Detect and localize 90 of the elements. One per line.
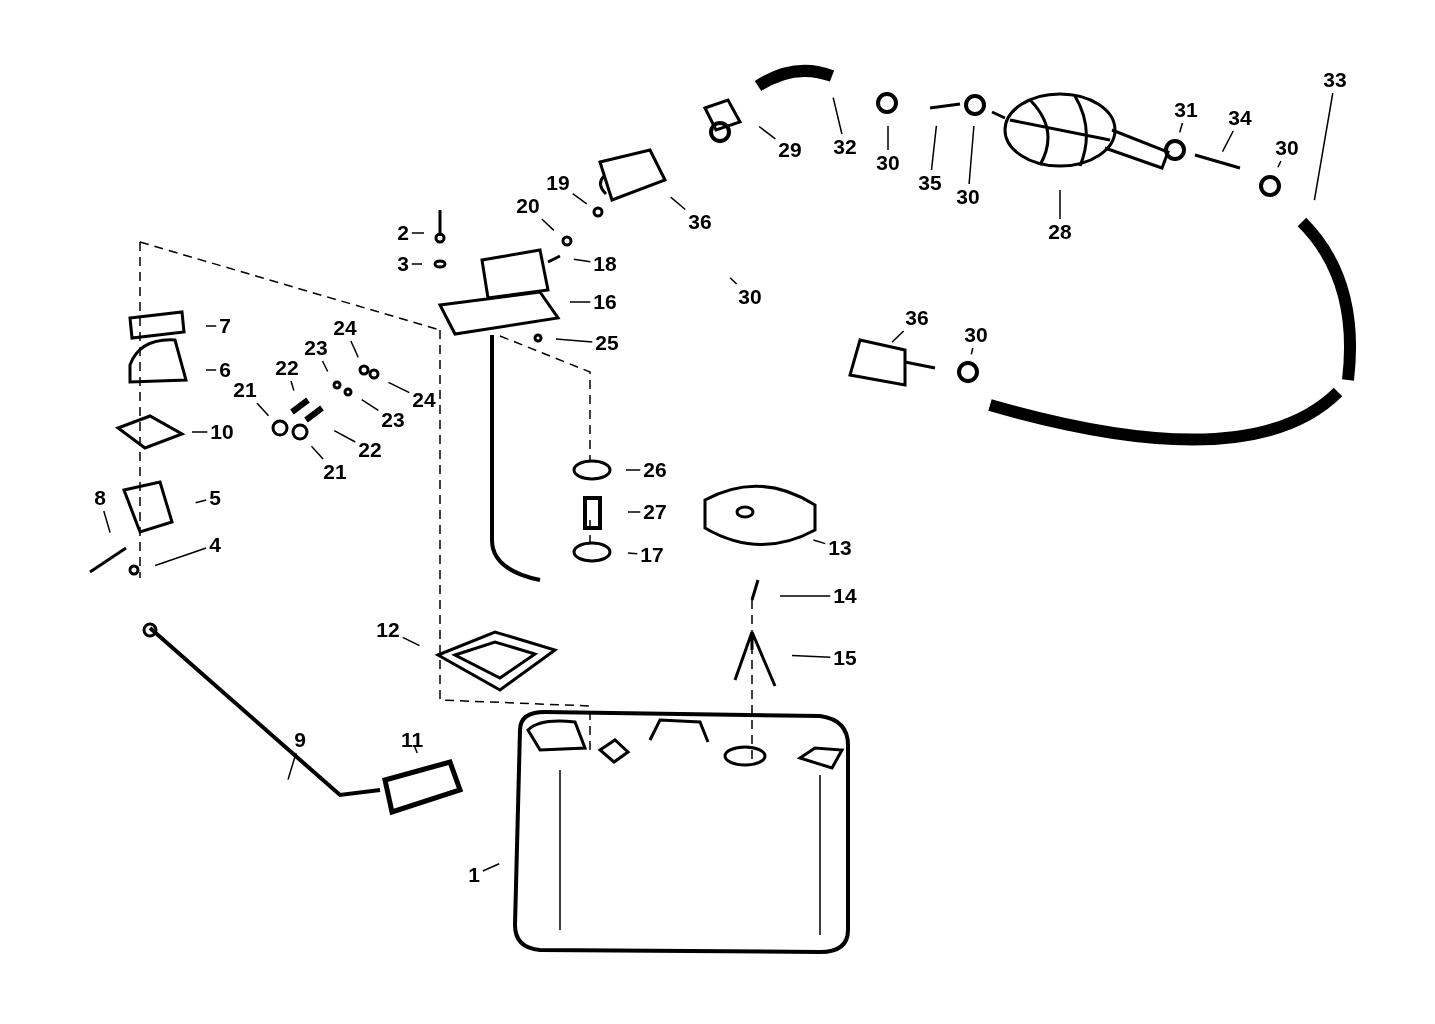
leader-line xyxy=(360,398,380,412)
callout-number: 32 xyxy=(832,136,858,158)
callout-number: 20 xyxy=(515,195,541,217)
leader-line xyxy=(758,125,777,140)
leader-line xyxy=(194,499,207,504)
leader-line xyxy=(791,654,832,659)
callout-number: 36 xyxy=(687,211,713,233)
leader-line xyxy=(154,547,207,567)
leader-line xyxy=(482,862,500,872)
leader-line xyxy=(290,380,295,392)
leader-line xyxy=(555,338,594,343)
leader-line xyxy=(103,510,111,534)
callout-number: 19 xyxy=(545,172,571,194)
leader-line xyxy=(625,469,642,471)
leader-line xyxy=(411,263,423,265)
leader-line xyxy=(1221,130,1234,153)
leader-line xyxy=(310,445,324,460)
leader-line xyxy=(321,360,329,373)
callout-number: 12 xyxy=(375,619,401,641)
callout-number: 30 xyxy=(1274,137,1300,159)
leader-line xyxy=(401,636,421,647)
leader-line xyxy=(256,402,270,417)
leader-line xyxy=(627,511,642,513)
callout-number: 7 xyxy=(218,315,232,337)
leader-line xyxy=(205,369,217,371)
leader-line xyxy=(350,340,359,358)
callout-number: 23 xyxy=(303,337,329,359)
callout-number: 1 xyxy=(467,864,481,886)
leader-line xyxy=(1059,189,1061,220)
callout-number: 30 xyxy=(737,286,763,308)
callout-number: 8 xyxy=(93,487,107,509)
callout-number: 35 xyxy=(917,172,943,194)
callout-number: 22 xyxy=(357,439,383,461)
leader-line xyxy=(569,301,592,303)
callout-number: 30 xyxy=(963,324,989,346)
callout-number: 24 xyxy=(411,389,437,411)
callout-number: 17 xyxy=(639,544,665,566)
leader-line xyxy=(571,192,588,205)
leader-line xyxy=(573,258,592,263)
leader-line xyxy=(970,347,974,356)
callout-number: 21 xyxy=(232,379,258,401)
callout-number: 27 xyxy=(642,501,668,523)
leader-line xyxy=(729,276,738,285)
leader-line xyxy=(887,125,889,151)
leader-line xyxy=(387,381,411,394)
leader-line xyxy=(930,125,938,171)
callout-number: 28 xyxy=(1047,221,1073,243)
leader-line xyxy=(832,96,843,135)
leader-line xyxy=(414,746,418,754)
callout-number: 30 xyxy=(875,152,901,174)
leader-line xyxy=(1313,92,1334,201)
leader-line xyxy=(411,232,425,234)
callout-number: 16 xyxy=(592,291,618,313)
leader-line xyxy=(191,431,209,433)
callout-number: 2 xyxy=(396,222,410,244)
leader-line xyxy=(205,325,217,327)
callout-number: 21 xyxy=(322,461,348,483)
callout-number: 10 xyxy=(209,421,235,443)
callout-number: 15 xyxy=(832,647,858,669)
leader-line xyxy=(1178,122,1184,134)
callout-number: 14 xyxy=(832,585,858,607)
callout-number: 29 xyxy=(777,139,803,161)
callout-number: 9 xyxy=(293,729,307,751)
callout-number: 36 xyxy=(904,307,930,329)
leader-line xyxy=(627,552,639,555)
leader-line xyxy=(1277,160,1282,169)
callout-number: 18 xyxy=(592,253,618,275)
callout-number: 6 xyxy=(218,359,232,381)
callout-number: 22 xyxy=(274,357,300,379)
leader-line xyxy=(669,196,687,211)
leader-line xyxy=(541,218,555,232)
callout-number: 13 xyxy=(827,537,853,559)
leader-line xyxy=(333,429,357,443)
callout-number: 26 xyxy=(642,459,668,481)
callout-number: 33 xyxy=(1322,69,1348,91)
callout-number: 24 xyxy=(332,317,358,339)
callout-number: 11 xyxy=(399,729,425,751)
leader-line xyxy=(968,125,975,185)
callout-number: 25 xyxy=(594,332,620,354)
leader-line xyxy=(891,330,905,343)
leader-line xyxy=(812,539,827,545)
leader-line xyxy=(287,752,297,781)
callout-number: 34 xyxy=(1227,107,1253,129)
callout-number: 30 xyxy=(955,186,981,208)
leader-line xyxy=(779,595,832,597)
callout-number: 5 xyxy=(208,487,222,509)
callout-number: 4 xyxy=(208,534,222,556)
callout-number: 3 xyxy=(396,253,410,275)
callout-number: 23 xyxy=(380,409,406,431)
callout-number: 31 xyxy=(1173,99,1199,121)
